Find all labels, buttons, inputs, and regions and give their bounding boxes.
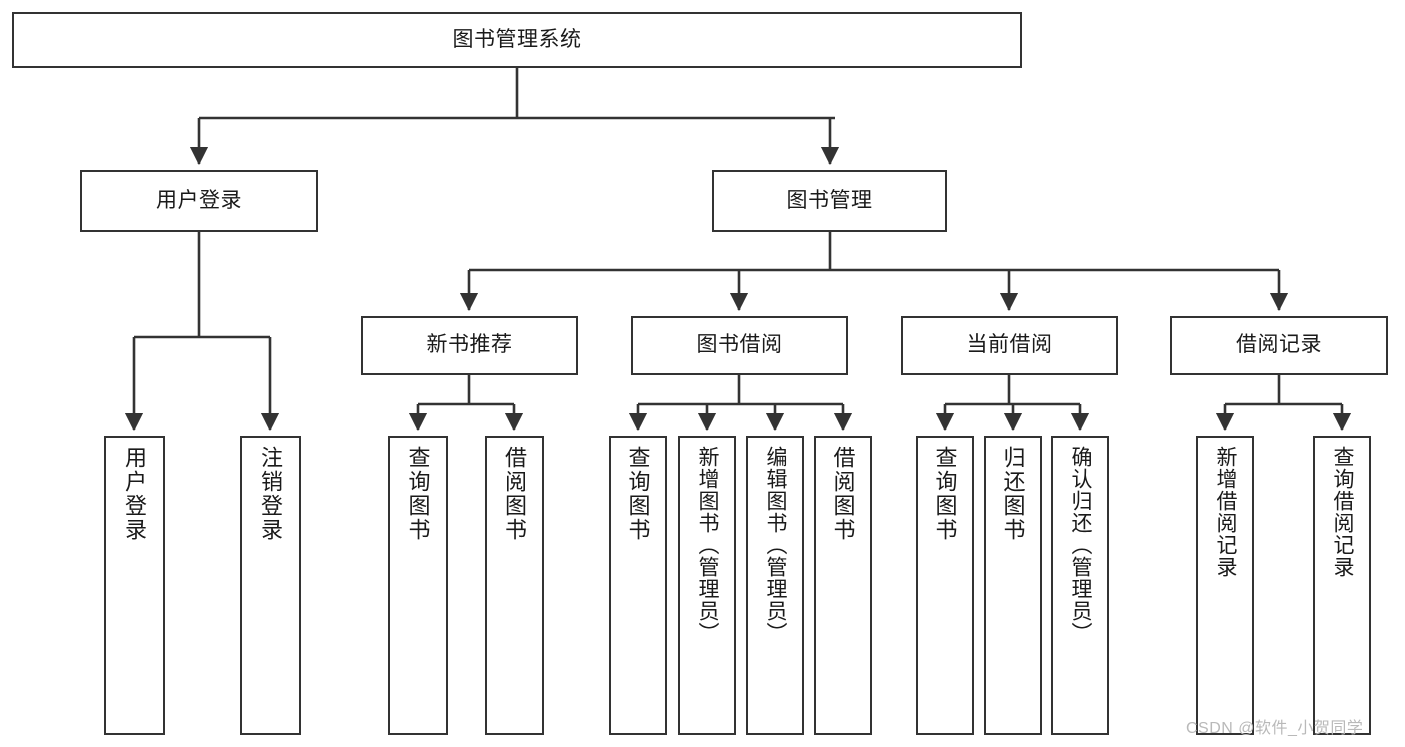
leaf-add-book-admin-label: 新增图书（管理员）: [696, 446, 720, 644]
node-current-borrow[interactable]: 当前借阅: [901, 316, 1118, 375]
leaf-borrow-book[interactable]: 借阅图书: [814, 436, 872, 735]
node-book-borrow-label: 图书借阅: [696, 333, 783, 357]
node-user-login-label: 用户登录: [156, 188, 242, 212]
leaf-add-borrow-record-label: 新增借阅记录: [1214, 446, 1238, 578]
leaf-new-query-book[interactable]: 查询图书: [388, 436, 448, 735]
node-borrow-records[interactable]: 借阅记录: [1170, 316, 1388, 375]
node-book-borrow[interactable]: 图书借阅: [631, 316, 848, 375]
leaf-return-book-label: 归还图书: [1000, 446, 1026, 542]
node-new-book-recommend-label: 新书推荐: [426, 333, 513, 357]
leaf-current-query-book-label: 查询图书: [932, 446, 958, 542]
leaf-confirm-return-admin-label: 确认归还（管理员）: [1069, 446, 1093, 644]
node-new-book-recommend[interactable]: 新书推荐: [361, 316, 578, 375]
leaf-user-login[interactable]: 用户登录: [104, 436, 165, 735]
leaf-user-logout-label: 注销登录: [258, 446, 284, 542]
leaf-user-login-label: 用户登录: [122, 446, 148, 542]
leaf-new-query-book-label: 查询图书: [405, 446, 431, 542]
node-root[interactable]: 图书管理系统: [12, 12, 1022, 68]
leaf-add-borrow-record[interactable]: 新增借阅记录: [1196, 436, 1254, 735]
leaf-confirm-return-admin[interactable]: 确认归还（管理员）: [1051, 436, 1109, 735]
leaf-borrow-query-book[interactable]: 查询图书: [609, 436, 667, 735]
node-user-login[interactable]: 用户登录: [80, 170, 318, 232]
node-root-label: 图书管理系统: [452, 27, 582, 51]
leaf-edit-book-admin-label: 编辑图书（管理员）: [764, 446, 788, 644]
leaf-add-book-admin[interactable]: 新增图书（管理员）: [678, 436, 736, 735]
leaf-edit-book-admin[interactable]: 编辑图书（管理员）: [746, 436, 804, 735]
node-current-borrow-label: 当前借阅: [966, 333, 1053, 357]
leaf-return-book[interactable]: 归还图书: [984, 436, 1042, 735]
leaf-user-logout[interactable]: 注销登录: [240, 436, 301, 735]
leaf-borrow-book-label: 借阅图书: [830, 446, 856, 542]
leaf-new-borrow-book[interactable]: 借阅图书: [485, 436, 544, 735]
leaf-new-borrow-book-label: 借阅图书: [502, 446, 528, 542]
leaf-query-borrow-record-label: 查询借阅记录: [1331, 446, 1355, 578]
csdn-watermark: CSDN @软件_小贺同学: [1186, 720, 1364, 737]
node-book-management-label: 图书管理: [786, 188, 873, 212]
leaf-current-query-book[interactable]: 查询图书: [916, 436, 974, 735]
node-book-management[interactable]: 图书管理: [712, 170, 947, 232]
leaf-borrow-query-book-label: 查询图书: [625, 446, 651, 542]
leaf-query-borrow-record[interactable]: 查询借阅记录: [1313, 436, 1371, 735]
node-borrow-records-label: 借阅记录: [1236, 333, 1322, 357]
